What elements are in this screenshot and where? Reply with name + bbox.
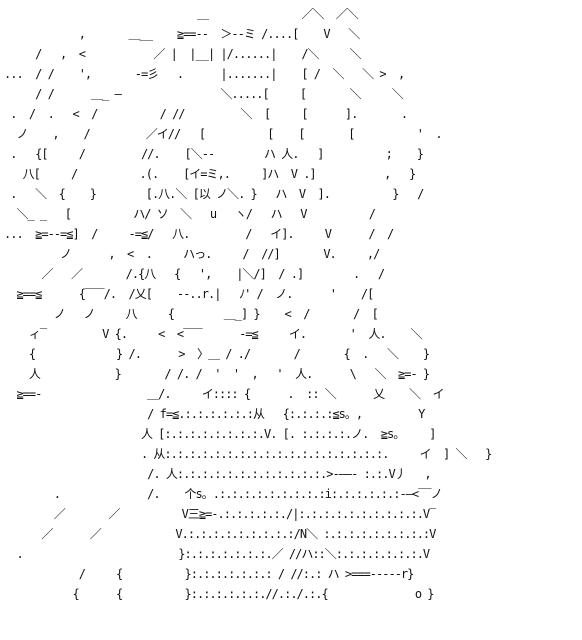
ascii-art-line: / f=≦.:.:.:.:.:.:从 {:.:.:.:≦s。, Y	[4, 407, 425, 421]
ascii-art-line: { { }:.:.:.:.:.:.//.:./.:.{ o }	[4, 587, 434, 601]
ascii-art-line: ノ ノ 八 { ＿_] } < / / [	[4, 307, 379, 321]
ascii-art-line: 人 } / /. / ' ' , ' 人. \ ＼ ≧=‐ }	[4, 367, 430, 381]
ascii-art-line: /. 人:.:.:.:.:.:.:.:.:.:.:.:.>‐――‐ :.:.V丿…	[4, 467, 431, 481]
ascii-art-line: / , < ／ | |__| |/......| /＼ ＼	[4, 47, 362, 61]
ascii-art-line: ... / / ', ‐=彡 . |.......| [ / ＼ ＼ > ,	[4, 67, 405, 81]
ascii-art: ＿ ／＼ ／＼ , ＿__ ≧==-- ＞--ミ /....[ V ＼ / , …	[4, 4, 492, 604]
ascii-art-line: . {[ / //. [＼‐- ハ 人. ] ; }	[4, 147, 424, 161]
ascii-art-line: ... ≧=--=≦] / -=≦/ 八. / イ]. V / /	[4, 227, 394, 241]
ascii-art-line: ＿ ／＼ ／＼	[4, 7, 359, 21]
ascii-art-line: ／ ／ V.:.:.:.:.:.:.:.:.:/N＼ :.:.:.:.:.:.:…	[4, 527, 436, 541]
ascii-art-line: ィ‾ V {. < <‾‾‾ -=≦ イ. ' 人. ＼	[4, 327, 423, 341]
ascii-art-line: . }:.:.:.:.:.:.:.／ //ハ::＼:.:.:.:.:.:.:.V	[4, 547, 430, 561]
ascii-art-line: . ＼ { } [.八.＼ [以 ノ＼. } ハ V ]. } /	[4, 187, 424, 201]
ascii-art-line: ／ ／ /.{八 { ', |＼/] / .] . /	[4, 267, 385, 281]
ascii-art-line: ／ ／ V三≧=‐.:.:.:.:.:./|:.:.:.:.:.:.:.:.:.…	[4, 507, 437, 521]
ascii-art-line: , ＿__ ≧==-- ＞--ミ /....[ V ＼	[4, 27, 361, 41]
ascii-art-line: ＼_ _ [ ハ/ ソ ＼ u ヽ/ ハ V /	[4, 207, 376, 221]
ascii-art-line: ≧==≦ {‾‾‾/. /乂[ ‐-..r.| ﾉ' / ノ. ' /[	[4, 287, 374, 301]
ascii-art-line: ≧==‐ ＿/. イ:::: { . :: ＼ 乂 ＼ イ	[4, 387, 444, 401]
ascii-art-line: { } /. > 〉＿ / ./ / { . ＼ }	[4, 347, 430, 361]
ascii-art-line: 人 [:.:.:.:.:.:.:.:.V. [. :.:.:.:.ノ. ≧s。 …	[4, 427, 436, 441]
ascii-art-line: . / . < / / // ＼ [ [ ]. .	[4, 107, 408, 121]
ascii-art-line: . /. 个s。.:.:.:.:.:.:.:.:.:i:.:.:.:.:.:‐―…	[4, 487, 443, 501]
ascii-art-line: ノ , < . ハっ. / //] V. ,/	[4, 247, 380, 261]
ascii-art-line: ノ , / ／イ// [ [ [ [ ' .	[4, 127, 442, 141]
ascii-art-line: / / ＿_ ― ＼.....[ [ ＼ ＼	[4, 87, 404, 101]
ascii-art-line: 八[ / .(. [イ=ミ,. ]ハ V .] , }	[4, 167, 417, 181]
ascii-art-line: / { }:.:.:.:.:.:.: / //:.: ハ >===‐‐‐‐‐r}	[4, 567, 415, 581]
ascii-art-line: . 从:.:.:.:.:.:.:.:.:.:.:.:.:.:.:.:.:.:. …	[4, 447, 492, 461]
